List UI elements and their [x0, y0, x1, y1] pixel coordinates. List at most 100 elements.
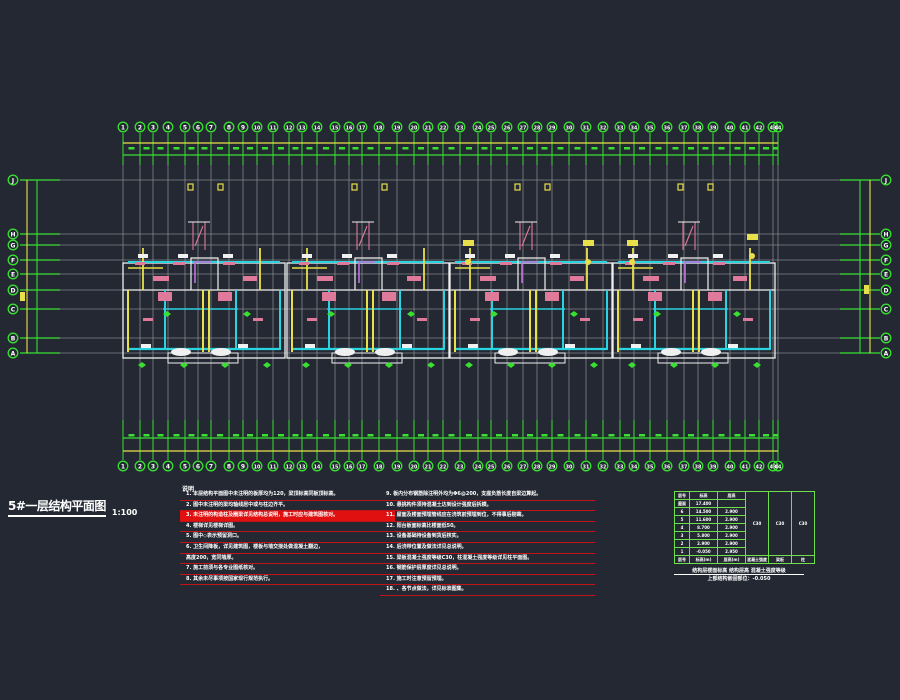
axis-bubble-circle	[7, 239, 19, 251]
column-axis-18-bottom: 18	[373, 460, 385, 472]
axis-bubble-label: 39	[710, 125, 717, 131]
stair-magenta-line	[521, 261, 538, 283]
row-axis-B-right: B	[880, 332, 892, 344]
column-axis-4-bottom: 4	[162, 460, 174, 472]
axis-bubble-circle	[767, 460, 779, 472]
balcony-outline	[494, 352, 566, 364]
left-note-1: 1. 本层结构平面图中未注明的板厚均为120，梁顶标高同板顶标高。	[180, 490, 395, 501]
axis-bubble-label: D	[11, 287, 16, 294]
dimension-tick-label	[481, 147, 488, 150]
column-axis-8-bottom: 8	[223, 460, 235, 472]
white-label	[713, 254, 723, 258]
column-axis-5-top: 5	[179, 121, 191, 133]
axis-bubble-circle	[117, 121, 129, 133]
axis-bubble-label: 34	[631, 464, 638, 470]
axis-bubble-circle	[772, 121, 784, 133]
dimension-tick-label	[157, 147, 164, 150]
pink-annotation	[633, 318, 643, 321]
elevation-cell: 3	[674, 531, 690, 540]
axis-bubble-label: 1	[121, 463, 125, 470]
column-axis-31-bottom: 31	[580, 460, 592, 472]
axis-bubble-label: C	[11, 306, 16, 313]
pink-annotation	[143, 318, 153, 321]
pink-annotation	[500, 262, 512, 265]
axis-bubble-circle	[422, 460, 434, 472]
axis-bubble-circle	[753, 121, 765, 133]
axis-bubble-circle	[580, 121, 592, 133]
left-note-3: 3. 未注明的构造柱及圈梁详见结构总说明，施工时应与建筑图核对。	[180, 511, 395, 522]
green-column-marker	[753, 362, 761, 368]
dimension-tick-label	[718, 434, 725, 437]
axis-bubble-label: D	[884, 287, 889, 294]
dimension-tick-label	[217, 147, 223, 150]
dimension-tick-label	[385, 434, 391, 437]
column-axis-17-bottom: 17	[356, 460, 368, 472]
balcony-mark	[701, 348, 721, 356]
axis-bubble-circle	[437, 460, 449, 472]
axis-bubble-circle	[563, 121, 575, 133]
elevation-cell	[717, 499, 746, 508]
dimension-tick-label	[574, 434, 581, 437]
white-label	[628, 254, 638, 258]
dimension-tick-label	[339, 434, 345, 437]
yellow-note-tag	[747, 234, 758, 240]
axis-bubble-circle	[373, 121, 385, 133]
row-axis-F-right: F	[880, 254, 892, 266]
pink-annotation	[382, 292, 396, 301]
grid-lines	[20, 133, 880, 460]
white-label	[550, 254, 560, 258]
axis-bubble-circle	[531, 460, 543, 472]
dimension-tick-label	[448, 434, 455, 437]
pink-annotation	[135, 262, 145, 265]
axis-bubble-circle	[661, 460, 673, 472]
green-column-marker	[221, 362, 229, 368]
column-axis-35-bottom: 35	[644, 460, 656, 472]
notes-right-column: 9. 板内分布钢筋除注明外均为Φ6@200，支座负筋长度自梁边算起。10. 悬挑…	[380, 490, 595, 596]
notes-left-column: 1. 本层结构平面图中未注明的板厚均为120，梁顶标高同板顶标高。2. 图中未注…	[180, 490, 395, 586]
elevation-cell: 标高	[689, 491, 718, 500]
dimension-tick-label	[402, 147, 409, 150]
axis-bubble-label: 16	[346, 464, 353, 470]
axis-bubble-label: 29	[549, 464, 556, 470]
column-axis-32-top: 32	[597, 121, 609, 133]
white-label	[402, 344, 412, 348]
axis-bubble-circle	[724, 460, 736, 472]
axis-bubble-circle	[880, 284, 892, 296]
green-column-marker	[465, 362, 473, 368]
green-column-marker	[385, 362, 393, 368]
axis-bubble-label: E	[884, 271, 888, 278]
axis-bubble-circle	[134, 121, 146, 133]
white-label	[178, 254, 188, 258]
dimension-tick-label	[557, 434, 564, 437]
column-axis-36-bottom: 36	[661, 460, 673, 472]
axis-bubble-circle	[880, 254, 892, 266]
elevation-cell: -0.050	[689, 547, 718, 556]
dimension-tick-label	[763, 147, 769, 150]
green-column-marker	[590, 362, 598, 368]
elevation-cell: 5.800	[689, 531, 718, 540]
dwelling-unit-4	[612, 183, 776, 368]
elevation-cell: 2.900	[717, 539, 746, 548]
dimension-tick-label	[323, 434, 329, 437]
dimension-tick-label	[541, 147, 548, 150]
axis-bubble-circle	[356, 460, 368, 472]
elevation-table-row: 层号标高(m)层高(m)混凝土强度梁板柱	[674, 555, 815, 564]
column-axis-39-top: 39	[707, 121, 719, 133]
dimension-tick-label	[173, 434, 180, 437]
elevation-cell: 2.900	[717, 531, 746, 540]
column-axis-21-top: 21	[422, 121, 434, 133]
axis-bubble-circle	[283, 460, 295, 472]
elevation-cell: 屋面	[674, 499, 690, 508]
axis-bubble-label: 31	[583, 125, 590, 131]
axis-bubble-label: 14	[314, 464, 321, 470]
axis-bubble-circle	[329, 121, 341, 133]
dimension-tick-label	[339, 147, 345, 150]
green-column-marker	[670, 362, 678, 368]
column-axis-28-bottom: 28	[531, 460, 543, 472]
balcony-mark	[661, 348, 681, 356]
axis-bubble-label: 21	[425, 464, 432, 470]
pink-annotation	[648, 292, 662, 301]
section-tag	[217, 183, 224, 191]
